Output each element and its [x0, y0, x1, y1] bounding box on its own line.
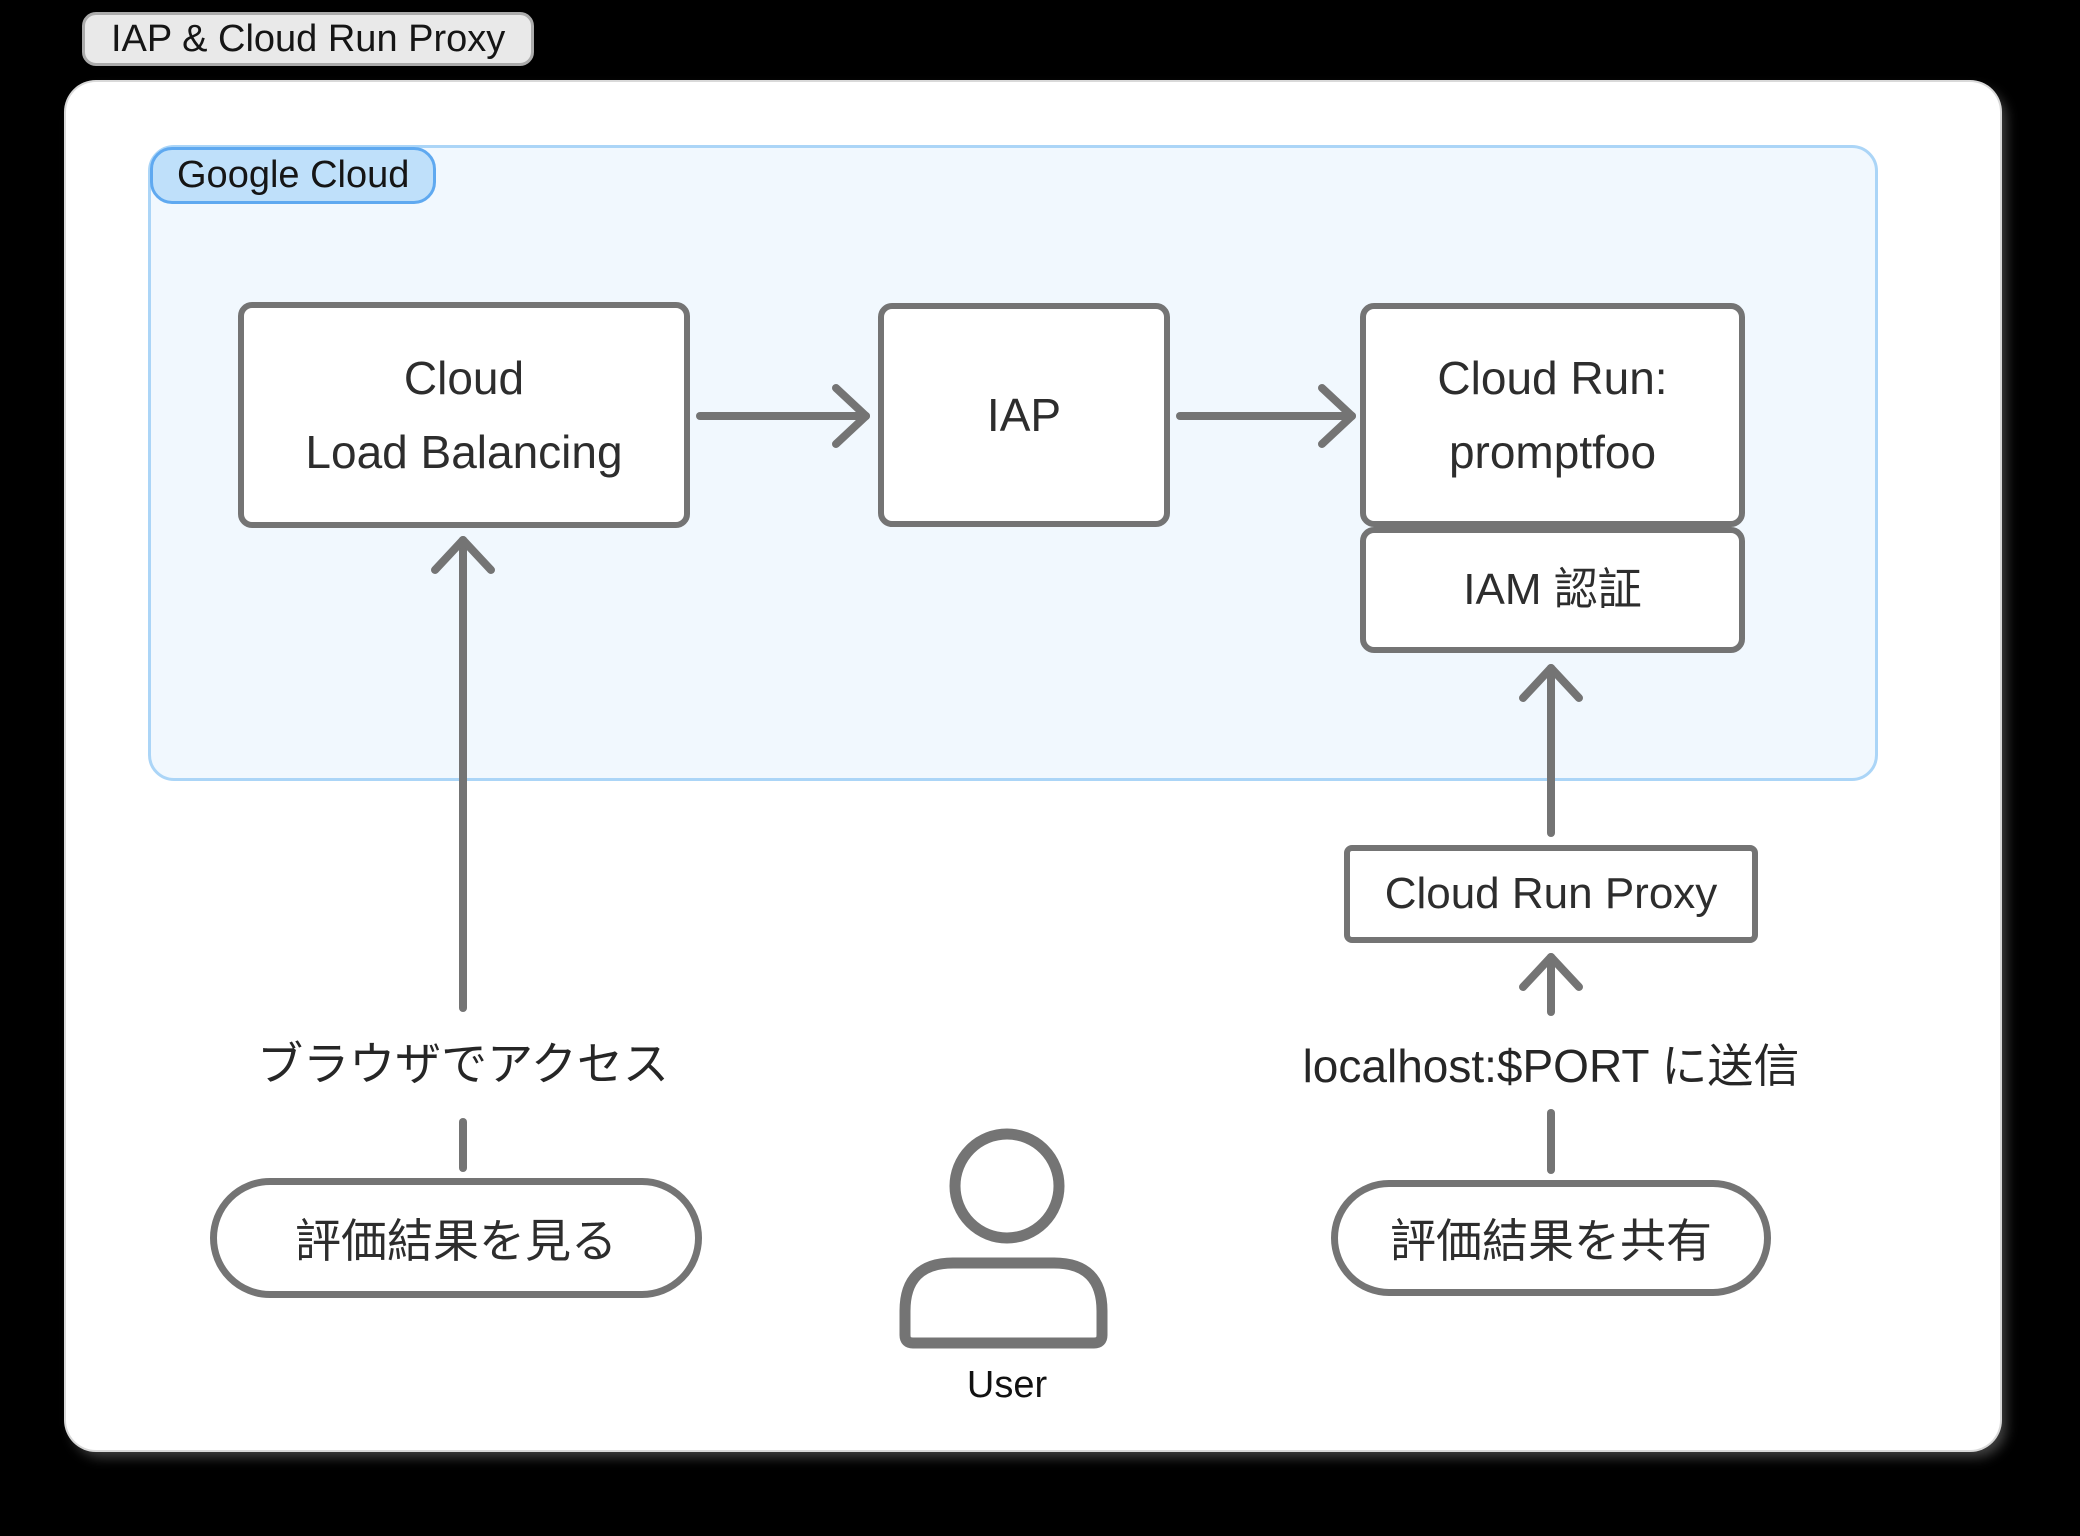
edge-label-browser-access: ブラウザでアクセス — [257, 1038, 669, 1090]
pill-share-results: 評価結果を共有 — [1331, 1180, 1771, 1296]
user-icon — [899, 1128, 1108, 1349]
pill-label: 評価結果を見る — [295, 1215, 617, 1267]
node-iam-auth: IAM 認証 — [1360, 527, 1745, 653]
user-body-icon — [899, 1257, 1108, 1349]
node-cloud-run-proxy: Cloud Run Proxy — [1344, 845, 1758, 943]
node-cloud-load-balancing: Cloud Load Balancing — [238, 302, 690, 528]
node-label-line: Cloud — [403, 352, 525, 404]
node-cloud-run-promptfoo: Cloud Run: promptfoo — [1360, 303, 1745, 527]
google-cloud-badge: Google Cloud — [150, 147, 437, 204]
pill-view-results: 評価結果を見る — [210, 1178, 702, 1298]
user-label: User — [966, 1364, 1048, 1406]
node-iap: IAP — [878, 303, 1170, 527]
edge-label-localhost-send: localhost:$PORT に送信 — [1302, 1040, 1800, 1092]
user-head-icon — [949, 1128, 1065, 1244]
title-badge: IAP & Cloud Run Proxy — [82, 12, 535, 66]
node-label-line: Load Balancing — [305, 426, 623, 478]
node-label: IAM 認証 — [1463, 565, 1642, 614]
node-label-line: promptfoo — [1448, 426, 1657, 478]
pill-label: 評価結果を共有 — [1390, 1215, 1712, 1267]
node-label: Cloud Run Proxy — [1384, 869, 1718, 918]
node-label-line: Cloud Run: — [1437, 352, 1668, 404]
node-label: IAP — [986, 389, 1062, 441]
